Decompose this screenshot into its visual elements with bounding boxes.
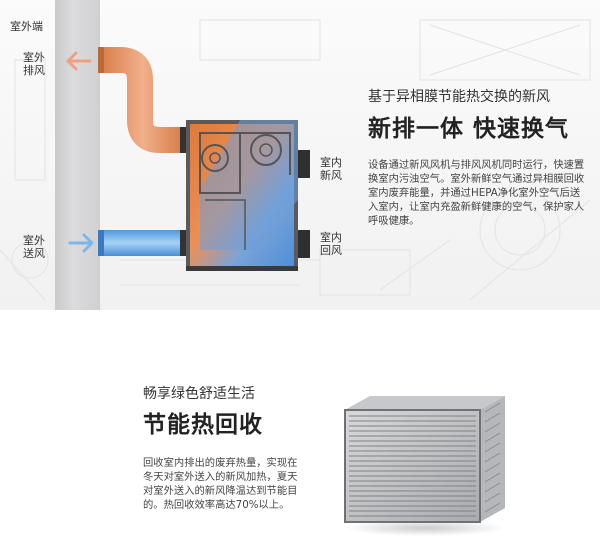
outdoor-side-label: 室外端 xyxy=(10,20,43,33)
supply-duct xyxy=(98,230,188,256)
exhaust-duct xyxy=(98,47,188,153)
outdoor-supply-label: 室外 送风 xyxy=(23,234,45,260)
ventilation-diagram-section: 室外端 室外 排风 室外 送风 室内 新风 室内 回风 xyxy=(0,0,600,310)
feature-2-title: 节能热回收 xyxy=(143,412,263,438)
feature-1-title: 新排一体 快速换气 xyxy=(368,116,570,142)
heat-recovery-section: 畅享绿色舒适生活 节能热回收 回收室内排出的废弃热量，实现在冬天对室外送入的新风… xyxy=(0,310,600,539)
heat-exchanger-core-image xyxy=(344,396,505,536)
indoor-return-label: 室内 回风 xyxy=(320,231,342,257)
indoor-return-duct xyxy=(298,230,310,258)
feature-2-subtitle: 畅享绿色舒适生活 xyxy=(143,386,255,402)
indoor-fresh-duct xyxy=(298,150,310,178)
fresh-air-unit-diagram xyxy=(66,47,310,271)
exhaust-arrow-icon xyxy=(66,51,92,71)
unit-body xyxy=(186,120,298,271)
wall xyxy=(55,0,100,310)
feature-1-subtitle: 基于异相膜节能热交换的新风 xyxy=(368,89,550,105)
feature-1-description: 设备通过新风风机与排风风机同时运行，快速置换室内污浊空气。室外新鲜空气通过异相膜… xyxy=(368,159,585,227)
outdoor-exhaust-label: 室外 排风 xyxy=(23,51,45,77)
supply-arrow-icon xyxy=(68,233,94,253)
indoor-fresh-label: 室内 新风 xyxy=(320,156,342,182)
feature-2-description: 回收室内排出的废弃热量，实现在冬天对室外送入的新风加热，夏天对室外送入的新风降温… xyxy=(143,457,298,511)
